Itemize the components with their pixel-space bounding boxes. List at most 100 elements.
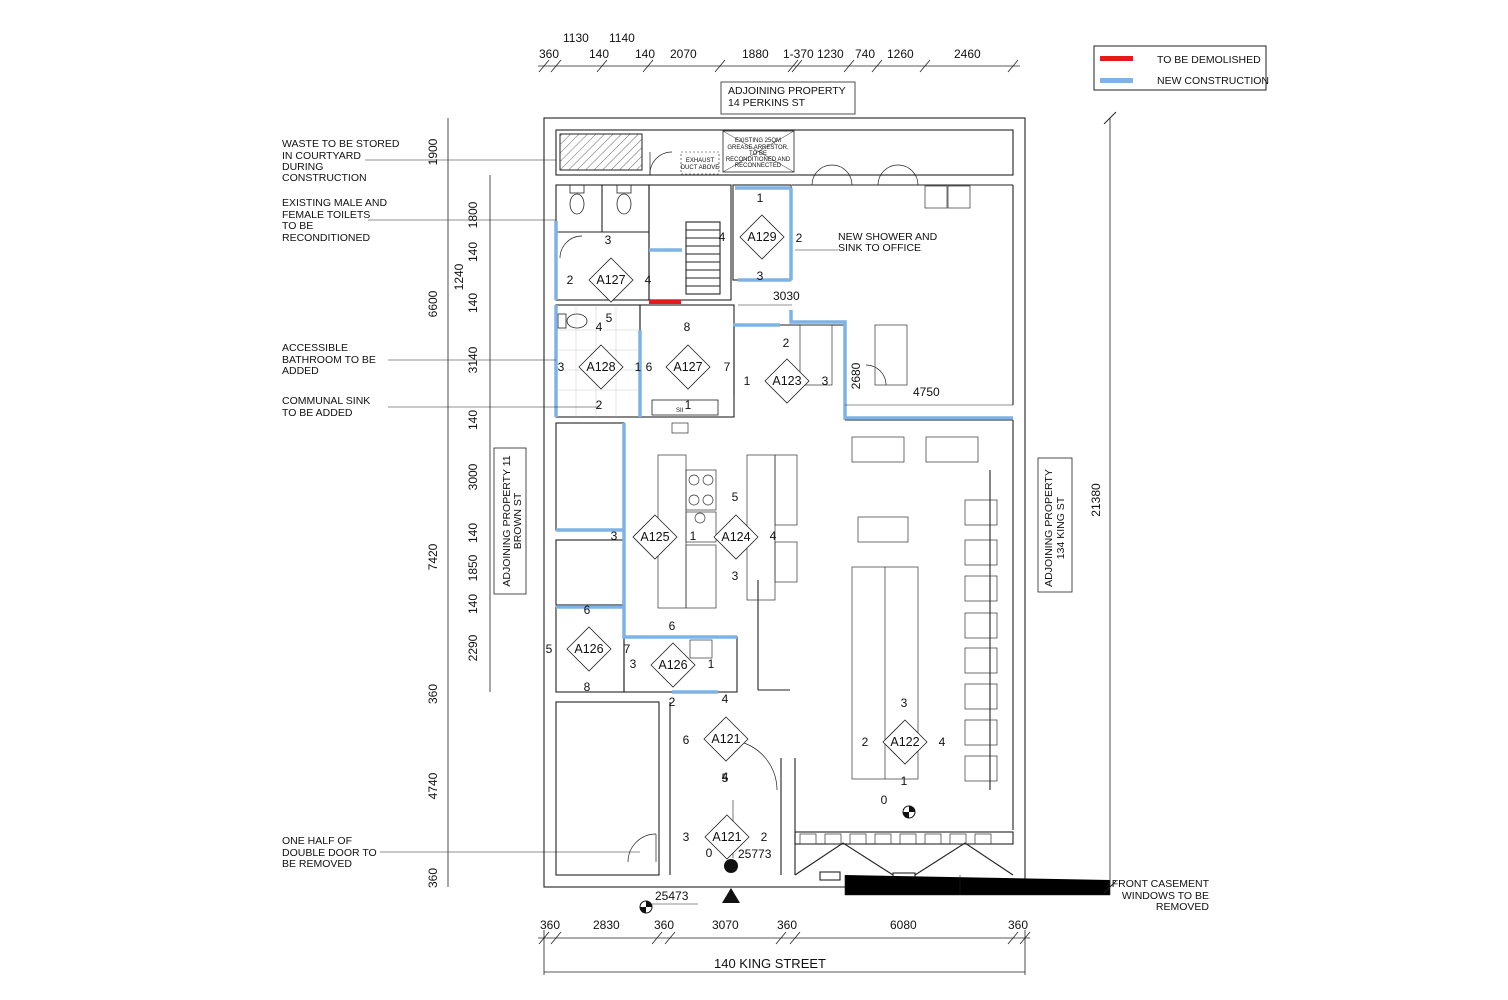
wall-number: 6 (584, 603, 591, 617)
legend-new-label: NEW CONSTRUCTION (1157, 75, 1269, 87)
waste-bin-area (559, 133, 643, 171)
wall-number: 3 (683, 830, 690, 844)
wall-number: 8 (584, 680, 591, 694)
svg-text:1260: 1260 (887, 47, 914, 61)
wall-number: 0 (881, 793, 888, 807)
room-tag-label: A121 (712, 830, 741, 844)
grease-arrestor: EXISTING 25QM GREASE ARRESTOR, TO BE REC… (722, 130, 795, 173)
wall-number: 3 (558, 360, 565, 374)
dimension-tick (538, 59, 550, 73)
svg-text:140: 140 (466, 242, 480, 262)
wall-number: 3 (611, 529, 618, 543)
street-name: 140 KING STREET (714, 956, 826, 971)
dimension-tick (642, 59, 654, 73)
adjoining-right: ADJOINING PROPERTY 134 KING ST (1037, 457, 1073, 593)
room-tag-label: A123 (772, 374, 801, 388)
room-tag-label: A124 (721, 530, 750, 544)
dimension-tick (787, 59, 799, 73)
svg-text:WASTE TO BE STORED: WASTE TO BE STORED (282, 138, 400, 150)
room-tag-label: A127 (596, 273, 625, 287)
wall-number: 7 (624, 642, 631, 656)
room-tag: A124 (713, 514, 759, 560)
entry-marker (722, 800, 740, 903)
wall-number: 3 (732, 569, 739, 583)
svg-text:6600: 6600 (426, 290, 440, 317)
doors (559, 151, 919, 863)
room-tag: A125 (632, 514, 678, 560)
annotation-leaders (365, 159, 1111, 896)
dimension-tick (664, 931, 676, 945)
svg-text:1850: 1850 (466, 554, 480, 581)
room-tag-label: A128 (586, 360, 615, 374)
room-tag: A121 (704, 814, 750, 860)
wall-number: 4 (770, 529, 777, 543)
wall-number: 5 (606, 311, 613, 325)
wall-number: 3 (630, 657, 637, 671)
dimension-tick (789, 931, 801, 945)
svg-text:1900: 1900 (426, 138, 440, 165)
wall-number: 7 (724, 360, 731, 374)
svg-text:ACCESSIBLE: ACCESSIBLE (282, 342, 348, 354)
svg-text:6080: 6080 (890, 918, 917, 932)
wall-number: 4 (719, 230, 726, 244)
dimension-tick (651, 931, 663, 945)
svg-text:ADDED: ADDED (282, 365, 319, 377)
legend-demolish-swatch (1100, 56, 1133, 61)
building-walls (543, 117, 1026, 888)
svg-text:FEMALE TOILETS: FEMALE TOILETS (282, 209, 370, 221)
svg-text:2070: 2070 (670, 47, 697, 61)
room-tag: A121 (703, 716, 749, 762)
svg-text:DOUBLE DOOR TO: DOUBLE DOOR TO (282, 847, 377, 859)
svg-text:GREASE ARRESTOR,: GREASE ARRESTOR, (727, 145, 789, 151)
svg-text:360: 360 (540, 918, 560, 932)
svg-text:360: 360 (1008, 918, 1028, 932)
svg-text:360: 360 (426, 684, 440, 704)
right-dimension: 21380 (1089, 111, 1117, 894)
svg-text:FRONT CASEMENT: FRONT CASEMENT (1112, 878, 1210, 890)
wall-number: 2 (796, 231, 803, 245)
svg-text:DURING: DURING (282, 161, 323, 173)
svg-text:140: 140 (589, 47, 609, 61)
svg-text:1880: 1880 (742, 47, 769, 61)
svg-text:NEW SHOWER AND: NEW SHOWER AND (838, 231, 938, 243)
room-tag-label: A127 (673, 360, 702, 374)
svg-text:360: 360 (426, 868, 440, 888)
wall-number: 4 (596, 320, 603, 334)
wall-number: 5 (732, 490, 739, 504)
svg-text:EXHAUST: EXHAUST (686, 158, 715, 164)
svg-text:3140: 3140 (466, 346, 480, 373)
wall-number: 6 (669, 619, 676, 633)
elevation-markers: 25473 25773 (639, 805, 916, 914)
room-tag: A128 (578, 344, 624, 390)
wall-number: 1 (757, 191, 764, 205)
wall-number: 2 (862, 735, 869, 749)
wall-number: 3 (901, 696, 908, 710)
wall-number: 5 (722, 771, 729, 785)
svg-text:360: 360 (539, 47, 559, 61)
dimension-tick (538, 931, 550, 945)
svg-text:740: 740 (855, 47, 875, 61)
svg-text:2680: 2680 (849, 362, 863, 389)
svg-text:1140: 1140 (609, 31, 635, 45)
room-tag-label: A122 (890, 735, 919, 749)
svg-text:TO BE: TO BE (749, 151, 767, 157)
svg-text:DUCT ABOVE: DUCT ABOVE (681, 165, 720, 171)
room-tag-label: A126 (658, 658, 687, 672)
svg-text:COMMUNAL SINK: COMMUNAL SINK (282, 395, 370, 407)
room-tag: A127 (588, 257, 634, 303)
wall-number: 6 (646, 360, 653, 374)
room-tag: A129 (739, 214, 785, 260)
svg-text:140: 140 (635, 47, 655, 61)
svg-text:TO BE ADDED: TO BE ADDED (282, 407, 353, 419)
wall-number: 2 (596, 398, 603, 412)
svg-text:1230: 1230 (817, 47, 844, 61)
svg-text:4750: 4750 (913, 385, 940, 399)
wall-number: 4 (645, 273, 652, 287)
room-tag: A123 (764, 358, 810, 404)
sink-label: SII (676, 408, 684, 414)
note-windows: FRONT CASEMENT WINDOWS TO BE REMOVED (1112, 878, 1210, 913)
svg-text:BROWN ST: BROWN ST (512, 492, 524, 549)
wall-number: 1 (901, 774, 908, 788)
